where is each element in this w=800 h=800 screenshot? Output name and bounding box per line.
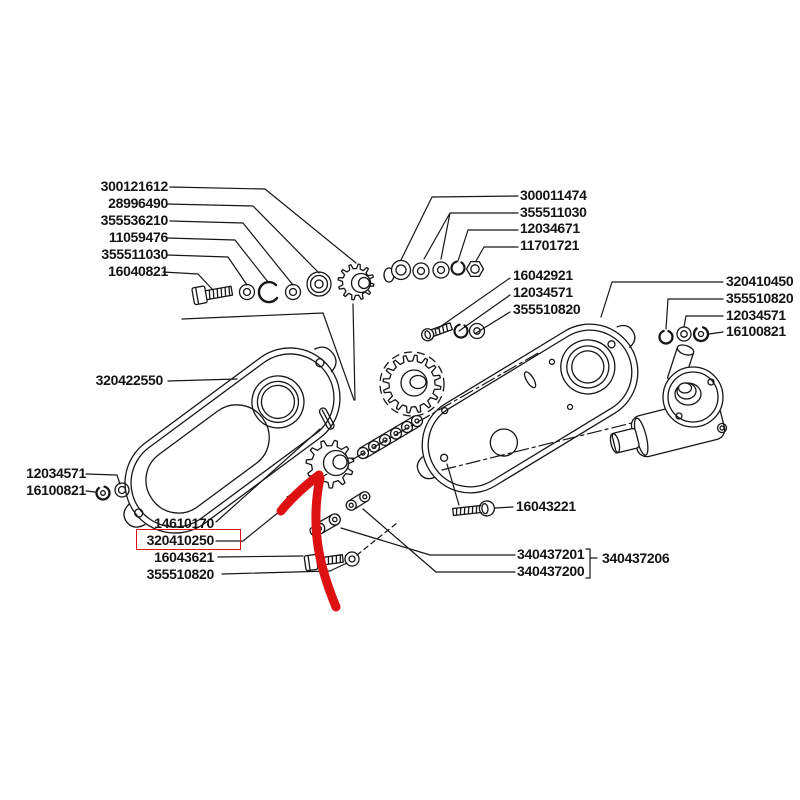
bearing-drawing bbox=[314, 279, 324, 289]
chaincase-cover-drawing bbox=[123, 346, 341, 534]
part-label-355511030-right: 355511030 bbox=[520, 204, 587, 220]
part-label-14610170: 14610170 bbox=[154, 515, 214, 531]
drive-unit-drawing bbox=[609, 344, 728, 458]
part-label-320422550: 320422550 bbox=[95, 372, 164, 388]
part-label-300011474: 300011474 bbox=[520, 187, 587, 203]
right-rings-drawing bbox=[658, 325, 710, 345]
part-label-16040821: 16040821 bbox=[108, 263, 168, 279]
highlight-arrow bbox=[276, 470, 341, 612]
part-label-16043621: 16043621 bbox=[154, 549, 214, 565]
mid-lock-washer-drawing bbox=[453, 323, 469, 339]
part-label-16100821-left: 16100821 bbox=[26, 482, 86, 498]
highlight-box bbox=[136, 529, 241, 550]
part-label-11701721: 11701721 bbox=[520, 237, 580, 253]
part-label-340437201: 340437201 bbox=[517, 546, 585, 562]
part-label-340437200: 340437200 bbox=[517, 563, 585, 579]
circlip-drawing bbox=[257, 280, 279, 304]
part-label-300121612: 300121612 bbox=[100, 178, 169, 194]
part-label-340437206: 340437206 bbox=[602, 550, 670, 566]
part-label-16100821-far: 16100821 bbox=[726, 323, 786, 339]
part-label-12034571-mid: 12034571 bbox=[513, 284, 573, 300]
bolt-16043221-drawing bbox=[452, 500, 496, 517]
part-label-12034671: 12034671 bbox=[520, 220, 580, 236]
chaincase-housing-drawing bbox=[416, 323, 639, 494]
part-label-355510820-mid: 355510820 bbox=[513, 301, 581, 317]
top-sprocket-drawing bbox=[337, 263, 375, 301]
hex-bolt-drawing bbox=[191, 285, 234, 306]
key-pin-drawing bbox=[318, 407, 335, 430]
nut-drawing bbox=[465, 260, 485, 278]
washer-355510820-drawing bbox=[344, 551, 360, 567]
part-label-355536210: 355536210 bbox=[100, 212, 169, 228]
small-sprocket-drawing bbox=[305, 439, 355, 489]
mid-washer-drawing bbox=[468, 322, 486, 340]
part-label-355510820-far: 355510820 bbox=[726, 290, 794, 306]
chainwheel-drawing bbox=[379, 351, 445, 417]
part-label-12034571-left: 12034571 bbox=[26, 465, 86, 481]
part-label-12034571-far: 12034571 bbox=[726, 307, 786, 323]
mid-bolt-drawing bbox=[421, 322, 454, 342]
master-link-upper-drawing bbox=[345, 491, 371, 511]
chain-drawing bbox=[356, 414, 424, 460]
part-label-320410250-highlighted: 320410250 bbox=[146, 532, 215, 548]
part-label-28996490: 28996490 bbox=[108, 195, 168, 211]
parts-row-drawing bbox=[191, 259, 485, 306]
lock-washer-drawing bbox=[450, 260, 466, 276]
part-label-16042921: 16042921 bbox=[513, 267, 573, 283]
part-label-16043221: 16043221 bbox=[516, 498, 576, 514]
part-label-11059476: 11059476 bbox=[108, 229, 168, 245]
left-rings-drawing bbox=[95, 482, 130, 501]
part-label-355510820-bottom: 355510820 bbox=[146, 566, 215, 582]
part-label-355511030: 355511030 bbox=[101, 246, 168, 262]
part-label-320410450: 320410450 bbox=[726, 273, 794, 289]
